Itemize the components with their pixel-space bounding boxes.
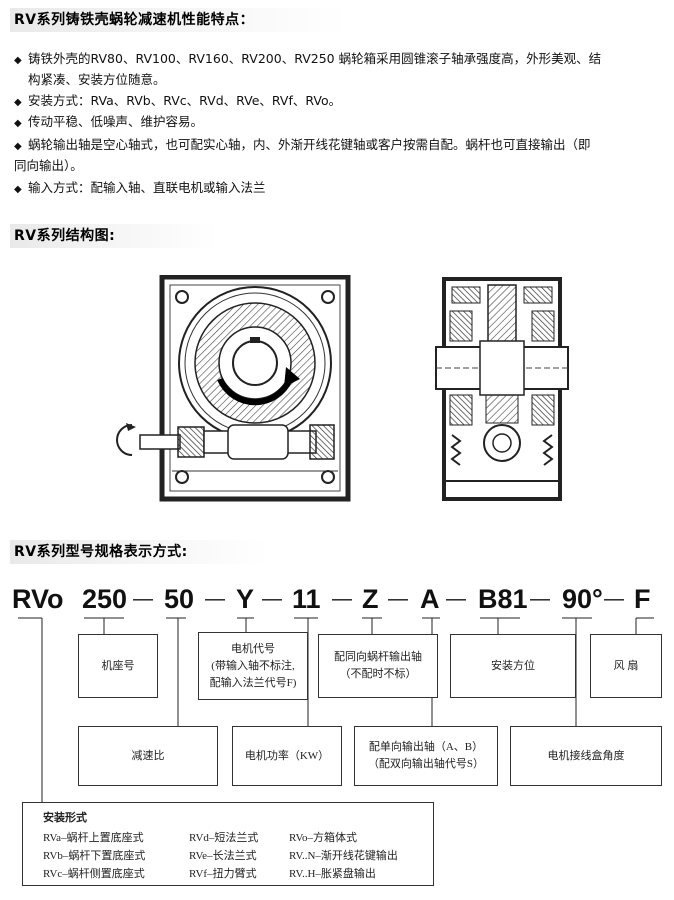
structure-diagram <box>116 275 569 502</box>
legend-item: RVe–长法兰式 <box>189 850 257 862</box>
feature-item-1-cont: 构紧凑、安装方位随意。 <box>28 72 166 87</box>
box-fan: 风 扇 <box>590 634 662 698</box>
features-section-title: RV系列铸铁壳蜗轮减速机性能特点： <box>10 8 348 32</box>
diamond-bullet-icon: ◆ <box>14 141 22 152</box>
code-motor: Y <box>236 584 255 614</box>
diamond-bullet-icon: ◆ <box>14 97 22 108</box>
feature-item-3: ◆传动平稳、低噪声、维护容易。 <box>14 111 664 134</box>
code-coaxial: Z <box>362 584 379 614</box>
legend-item: RVb–蜗杆下置底座式 <box>43 850 146 862</box>
code-power: 11 <box>292 584 321 614</box>
code-fan: F <box>634 584 651 614</box>
box-frame-size: 机座号 <box>78 634 158 698</box>
mounting-type-legend: 安装形式 RVa–蜗杆上置底座式 RVd–短法兰式 RVo–方箱体式 RVb–蜗… <box>22 802 434 886</box>
box-terminal-angle: 电机接线盒角度 <box>510 726 662 786</box>
feature-item-4: ◆蜗轮输出轴是空心轴式，也可配实心轴，内、外渐开线花键轴或客户按需自配。蜗杆也可… <box>14 134 664 157</box>
code-dash: — <box>262 588 282 610</box>
legend-item: RV..H–胀紧盘输出 <box>289 868 376 880</box>
code-dash: — <box>388 588 408 610</box>
legend-item: RVc–蜗杆侧置底座式 <box>43 868 145 880</box>
code-mount: B81 <box>478 584 528 614</box>
legend-title: 安装形式 <box>43 812 87 824</box>
box-single-output: 配单向输出轴（A、B） （配双向输出轴代号S） <box>354 726 498 786</box>
box-motor-power: 电机功率（KW） <box>232 726 342 786</box>
legend-item: RVa–蜗杆上置底座式 <box>43 832 144 844</box>
feature-item-1: ◆铸铁外壳的RV80、RV100、RV160、RV200、RV250 蜗轮箱采用… <box>14 48 664 71</box>
code-dash: — <box>530 588 550 610</box>
code-dash: — <box>205 588 225 610</box>
legend-item: RVf–扭力臂式 <box>189 868 257 880</box>
box-coaxial-output: 配同向蜗杆输出轴 （不配时不标） <box>318 634 438 698</box>
code-dash: — <box>332 588 352 610</box>
code-ratio: 50 <box>164 584 195 614</box>
box-ratio: 减速比 <box>78 726 218 786</box>
box-motor-code: 电机代号 (带输入轴不标注, 配输入法兰代号F) <box>198 632 308 700</box>
front-section-view <box>435 277 569 501</box>
model-section-title: RV系列型号规格表示方式: <box>10 540 268 564</box>
code-dash: — <box>133 588 153 610</box>
code-series: RVo <box>12 584 64 614</box>
code-output: A <box>420 584 440 614</box>
feature-item-2: ◆安装方式：RVa、RVb、RVc、RVd、RVe、RVf、RVo。 <box>14 90 664 113</box>
code-dash: — <box>604 588 624 610</box>
code-frame-size: 250 <box>82 584 128 614</box>
legend-item: RVo–方箱体式 <box>289 832 357 844</box>
feature-item-4-cont: 同向输出）。 <box>14 158 83 173</box>
connector-lines <box>18 617 654 802</box>
side-section-view <box>116 275 351 502</box>
code-dash: — <box>446 588 466 610</box>
diamond-bullet-icon: ◆ <box>14 184 22 195</box>
diamond-bullet-icon: ◆ <box>14 118 22 129</box>
diamond-bullet-icon: ◆ <box>14 55 22 66</box>
structure-section-title: RV系列结构图: <box>10 224 218 248</box>
code-angle: 90° <box>562 584 603 614</box>
legend-item: RVd–短法兰式 <box>189 832 259 844</box>
feature-item-5: ◆输入方式：配输入轴、直联电机或输入法兰 <box>14 177 664 200</box>
box-mount-position: 安装方位 <box>450 634 576 698</box>
legend-item: RV..N–渐开线花键输出 <box>289 850 398 862</box>
